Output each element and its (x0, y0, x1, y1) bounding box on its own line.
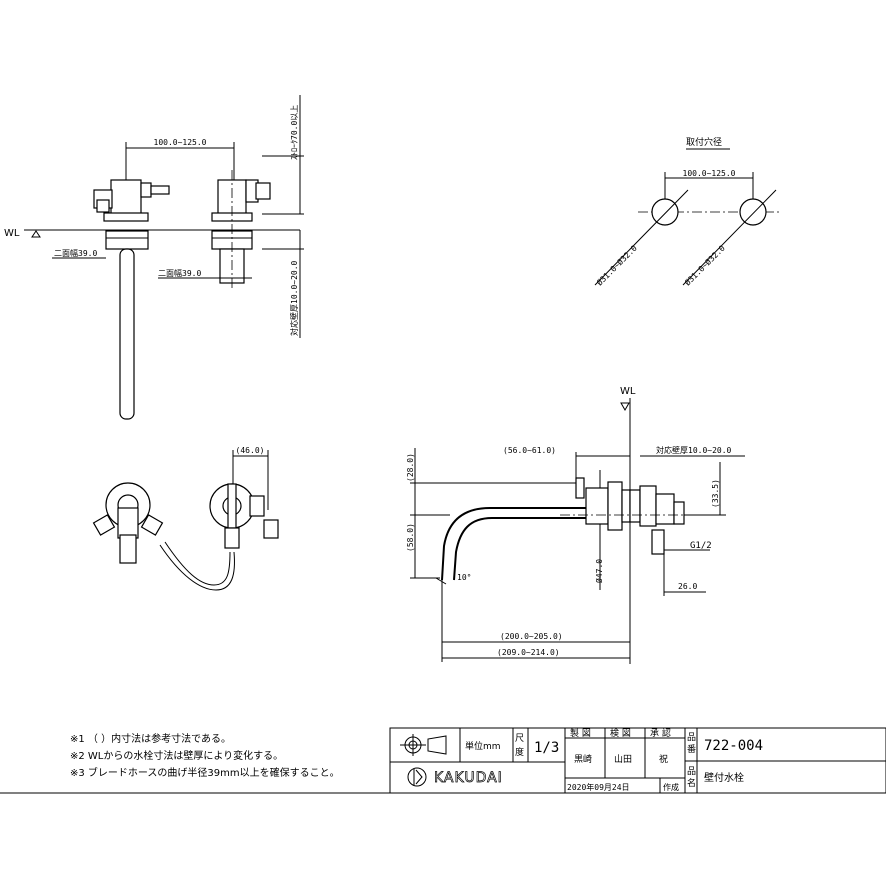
top-dim-wall: 対応壁厚10.0~20.0 (289, 260, 299, 336)
unit-label: 単位mm (465, 740, 501, 752)
hole-dia-left: Ø31.0~Ø32.0 (594, 243, 639, 288)
scale-label-2: 度 (515, 746, 524, 758)
approve-header: 承 認 (650, 727, 671, 739)
hole-left (651, 198, 679, 226)
drawn-name: 黒崎 (574, 753, 592, 765)
detail-view: (46.0) (92, 446, 279, 591)
scale-value: 1/3 (534, 740, 559, 756)
projection-symbol-icon (400, 734, 447, 756)
no-label-1: 品 (687, 732, 696, 743)
part-number: 722-004 (704, 738, 763, 754)
scale-label-1: 尺 (515, 733, 524, 744)
brand-name: KAKUDAI (434, 770, 503, 786)
side-dim-offset: (56.0~61.0) (503, 446, 556, 455)
date: 2020年09月24日 (567, 782, 630, 792)
top-wl-label: WL (4, 228, 20, 239)
top-dim-hex-right: 二面幅39.0 (158, 268, 201, 278)
hole-dim-width: 100.0~125.0 (683, 169, 736, 178)
side-wl-label: WL (620, 386, 636, 397)
detail-dim-46: (46.0) (236, 446, 265, 455)
no-label-2: 番 (687, 743, 696, 755)
name-label-1: 品 (687, 766, 696, 777)
side-dim-wall: 対応壁厚10.0~20.0 (656, 445, 732, 455)
part-name: 壁付水栓 (704, 771, 744, 784)
side-dim-dia47: Ø47.0 (594, 559, 604, 583)
hole-view: 取付穴径 100.0~125.0 Ø31.0~Ø32.0 Ø31.0~Ø32.0 (594, 136, 780, 287)
wl-marker-icon (31, 230, 41, 238)
note-3: ※3 ブレードホースの曲げ半径39mm以上を確保すること。 (70, 766, 340, 779)
hole-title: 取付穴径 (686, 136, 722, 148)
side-dim-28: (28.0) (406, 453, 415, 482)
wl-marker-side-icon (620, 402, 630, 412)
note-2: ※2 WLからの水栓寸法は壁厚により変化する。 (70, 749, 283, 762)
top-dim-stroke: ｽﾄﾛｰｸ70.0以上 (290, 105, 299, 160)
hole-right (739, 198, 767, 226)
hole-dia-right: Ø31.0~Ø32.0 (682, 243, 727, 288)
check-header: 検 図 (610, 727, 631, 739)
top-dim-width: 100.0~125.0 (154, 138, 207, 147)
side-dim-angle: 10° (457, 573, 471, 582)
drawn-header: 製 図 (570, 727, 591, 739)
kakudai-logo-icon (407, 767, 427, 787)
title-block: 単位mm 尺 度 1/3 製 図 検 図 承 認 黒崎 山田 祝 2020年09… (389, 727, 886, 794)
side-dim-26: 26.0 (678, 582, 697, 591)
side-dim-overall: (209.0~214.0) (497, 648, 560, 657)
top-view: 100.0~125.0 ｽﾄﾛｰｸ70.0以上 WL 二面幅39.0 (4, 95, 304, 420)
side-view: WL (56.0~61.0) 対応壁厚10.0~20.0 (28.0) (58.… (406, 386, 745, 664)
note-1: ※1 （ ）内寸法は参考寸法である。 (70, 732, 231, 745)
check-name: 山田 (614, 754, 632, 765)
notes: ※1 （ ）内寸法は参考寸法である。 ※2 WLからの水栓寸法は壁厚により変化す… (70, 732, 340, 779)
side-dim-58: (58.0) (406, 523, 415, 552)
side-dim-thread: G1/2 (690, 541, 712, 551)
made-label: 作成 (663, 782, 679, 792)
side-dim-33: (33.5) (711, 479, 720, 508)
side-dim-spout: (200.0~205.0) (500, 632, 563, 641)
approve-name: 祝 (659, 753, 668, 765)
top-dim-hex-left: 二面幅39.0 (54, 248, 97, 258)
name-label-2: 名 (687, 777, 696, 789)
